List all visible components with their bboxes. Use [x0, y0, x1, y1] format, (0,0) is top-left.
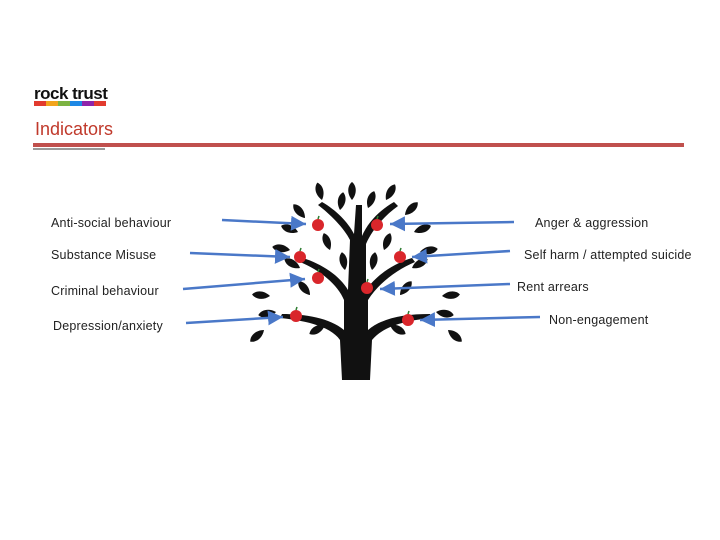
indicator-label-left-2: Substance Misuse — [51, 248, 157, 262]
apple-icon — [294, 247, 306, 263]
indicator-label-right-3: Rent arrears — [517, 280, 589, 294]
arrow-icon — [411, 248, 511, 264]
arrow-icon — [379, 280, 511, 296]
indicator-label-left-1: Anti-social behaviour — [51, 216, 172, 230]
apple-icon — [361, 278, 373, 294]
arrow-icon — [419, 312, 541, 328]
apple-icon — [312, 268, 324, 284]
apple-icon — [290, 306, 302, 322]
title-divider-shadow — [33, 148, 105, 150]
arrow-icon — [221, 215, 307, 231]
tree-icon — [247, 181, 465, 380]
arrow-icon — [189, 248, 291, 264]
logo-text: rock trust — [34, 84, 108, 103]
indicator-label-right-2: Self harm / attempted suicide — [524, 248, 692, 262]
arrow-icon — [389, 216, 515, 232]
rock-trust-logo: rock trust — [34, 84, 108, 108]
apple-icon — [371, 215, 383, 231]
apple-icon — [394, 247, 406, 263]
apple-icon — [402, 310, 414, 326]
title-divider — [33, 143, 684, 147]
logo-color-strip — [34, 101, 106, 106]
page-title: Indicators — [35, 119, 114, 139]
apple-icon — [312, 215, 324, 231]
arrow-icon — [185, 310, 284, 326]
apples — [290, 215, 414, 326]
indicator-label-right-1: Anger & aggression — [535, 216, 649, 230]
indicator-label-right-4: Non-engagement — [549, 313, 649, 327]
indicator-label-left-4: Depression/anxiety — [53, 319, 163, 333]
arrow-icon — [182, 272, 306, 291]
indicator-label-left-3: Criminal behaviour — [51, 284, 159, 298]
